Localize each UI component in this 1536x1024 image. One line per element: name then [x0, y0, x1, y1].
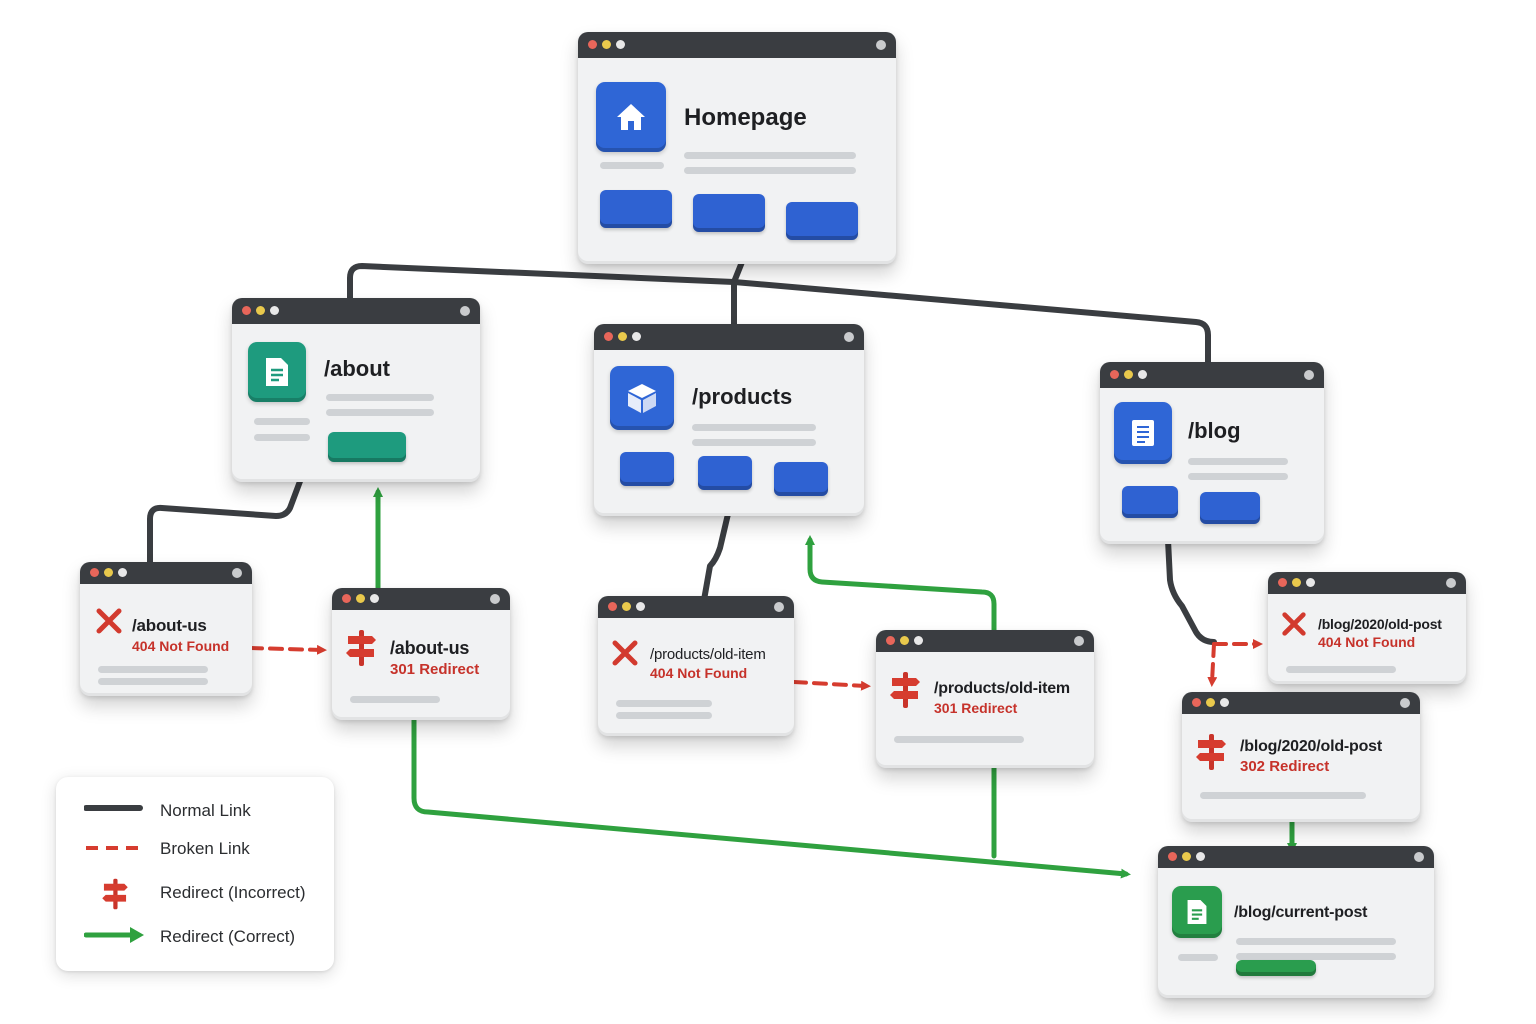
page-path: /products/old-item [650, 646, 766, 663]
post-button[interactable] [1122, 486, 1178, 518]
signpost-icon [102, 878, 128, 910]
page-title: /blog [1188, 418, 1241, 443]
normal-link-swatch [84, 805, 143, 811]
legend: Normal Link Broken Link Redirect (Incorr… [56, 777, 334, 971]
correct-redirect-products [805, 535, 997, 639]
about-us-404-window[interactable]: /about-us 404 Not Found [80, 562, 252, 696]
signpost-icon [346, 630, 376, 666]
legend-label: Broken Link [160, 839, 250, 858]
correct-redirect-aboutus-to-current [411, 717, 1131, 879]
document-icon [1172, 886, 1222, 938]
notepad-icon [1114, 402, 1172, 464]
broken-link-products-old [792, 680, 871, 691]
product-button[interactable] [774, 462, 828, 496]
normal-link-about-aboutus [147, 473, 305, 569]
post-button[interactable] [1200, 492, 1260, 524]
page-path: /about-us [132, 616, 207, 635]
nav-button[interactable] [693, 194, 765, 232]
action-button[interactable] [328, 432, 406, 462]
broken-link-blog-redirect [1207, 642, 1218, 687]
product-button[interactable] [620, 452, 674, 486]
status-badge: 404 Not Found [1318, 634, 1416, 650]
legend-label: Normal Link [160, 801, 251, 820]
read-button[interactable] [1236, 960, 1316, 976]
page-path: /blog/2020/old-post [1318, 616, 1442, 632]
window-titlebar [578, 32, 896, 58]
status-badge: 301 Redirect [390, 661, 480, 678]
normal-link-blog-oldpost [1165, 537, 1217, 645]
x-icon [96, 608, 122, 634]
normal-link-home-trunk [731, 259, 745, 285]
box-icon [610, 366, 674, 430]
correct-redirect-arrow-icon [84, 927, 144, 943]
legend-redirect-incorrect [100, 877, 130, 911]
blog-old-302-window[interactable]: /blog/2020/old-post 302 Redirect [1182, 692, 1420, 822]
normal-link-home-about [347, 263, 737, 308]
products-old-301-window[interactable]: /products/old-item 301 Redirect [876, 630, 1094, 768]
document-icon [248, 342, 306, 402]
x-icon [1282, 612, 1306, 636]
nav-button[interactable] [600, 190, 672, 228]
page-path: /about-us [390, 638, 470, 658]
signpost-icon [890, 672, 920, 708]
legend-label: Redirect (Correct) [160, 927, 296, 946]
homepage-window[interactable]: Homepage [578, 32, 896, 264]
page-path: /blog/current-post [1234, 904, 1368, 921]
product-button[interactable] [698, 456, 752, 490]
normal-link-home-blog [731, 279, 1211, 369]
broken-link-aboutus [248, 644, 327, 655]
page-title: /about [324, 356, 390, 381]
status-badge: 404 Not Found [650, 665, 748, 681]
page-title: /products [692, 384, 793, 409]
home-icon [596, 82, 666, 152]
page-path: /blog/2020/old-post [1240, 738, 1382, 755]
normal-link-products-old [701, 511, 731, 603]
blog-current-window[interactable]: /blog/current-post [1158, 846, 1434, 998]
blog-old-404-window[interactable]: /blog/2020/old-post 404 Not Found [1268, 572, 1466, 684]
about-window[interactable]: /about [232, 298, 480, 482]
legend-label: Redirect (Incorrect) [160, 883, 306, 902]
products-window[interactable]: /products [594, 324, 864, 516]
signpost-icon [1196, 734, 1226, 770]
page-title: Homepage [684, 104, 807, 131]
page-path: /products/old-item [934, 680, 1070, 697]
x-icon [612, 640, 638, 666]
broken-link-swatch [86, 846, 142, 850]
status-badge: 302 Redirect [1240, 758, 1330, 775]
nav-button[interactable] [786, 202, 858, 240]
about-us-301-window[interactable]: /about-us 301 Redirect [332, 588, 510, 720]
legend-normal-link [84, 801, 144, 815]
legend-broken-link [84, 841, 144, 855]
products-old-404-window[interactable]: /products/old-item 404 Not Found [598, 596, 794, 736]
legend-redirect-correct [84, 925, 148, 945]
blog-window[interactable]: /blog [1100, 362, 1324, 544]
status-badge: 404 Not Found [132, 638, 230, 654]
status-badge: 301 Redirect [934, 700, 1018, 716]
